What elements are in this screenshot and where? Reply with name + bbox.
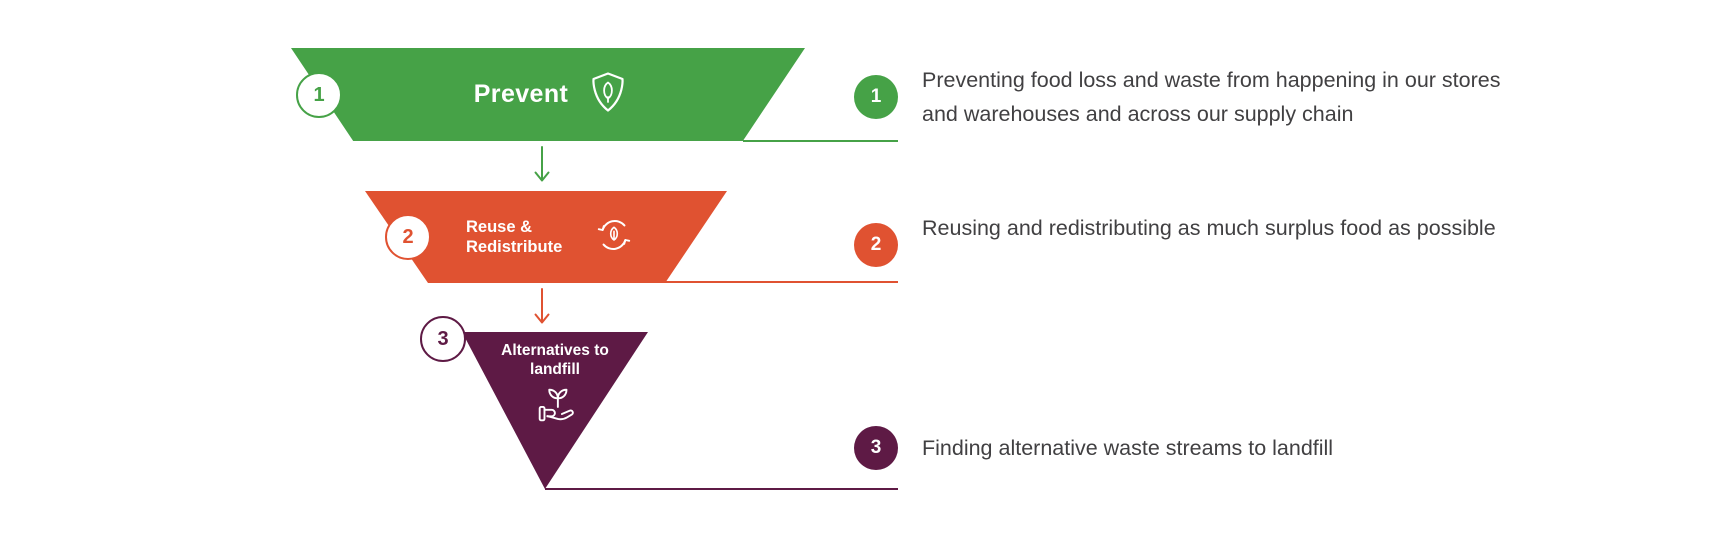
shield-leaf-icon [590,72,626,117]
legend-1-number-circle: 1 [854,75,898,119]
legend-2-description: Reusing and redistributing as much surpl… [922,216,1496,240]
stage-3-label: Alternatives to landfill [501,342,609,378]
stage-2-baseline [665,281,898,283]
legend-3-number-circle: 3 [854,426,898,470]
stage-3-baseline [545,488,898,490]
stage-2-label: Reuse & Redistribute [466,218,563,256]
stage-1-number: 1 [313,83,325,106]
stage-3-content: Alternatives to landfill [462,341,648,433]
stage-1-baseline [743,140,898,142]
legend-1-number: 1 [870,86,882,107]
hand-sprout-icon [533,379,577,433]
funnel-stage-1-shape [291,48,805,141]
stage-1-number-badge: 1 [296,72,342,118]
stage-3-number: 3 [437,327,449,350]
legend-1-description: Preventing food loss and waste from happ… [922,68,1501,126]
stage-2-content: Reuse & Redistribute [420,191,680,283]
legend-2-number: 2 [870,234,882,255]
stage-1-content: Prevent [340,48,760,141]
legend-3-number: 3 [870,437,882,458]
stage-2-number: 2 [402,225,414,248]
legend-2-number-circle: 2 [854,223,898,267]
stage-2-number-badge: 2 [385,214,431,260]
stage-3-number-badge: 3 [420,316,466,362]
down-arrow-stage2-to-stage3 [534,288,550,335]
legend-3-description: Finding alternative waste streams to lan… [922,436,1334,460]
recycle-leaf-icon [594,215,634,260]
stage-1-label: Prevent [473,80,569,108]
down-arrow-stage1-to-stage2 [534,146,550,193]
